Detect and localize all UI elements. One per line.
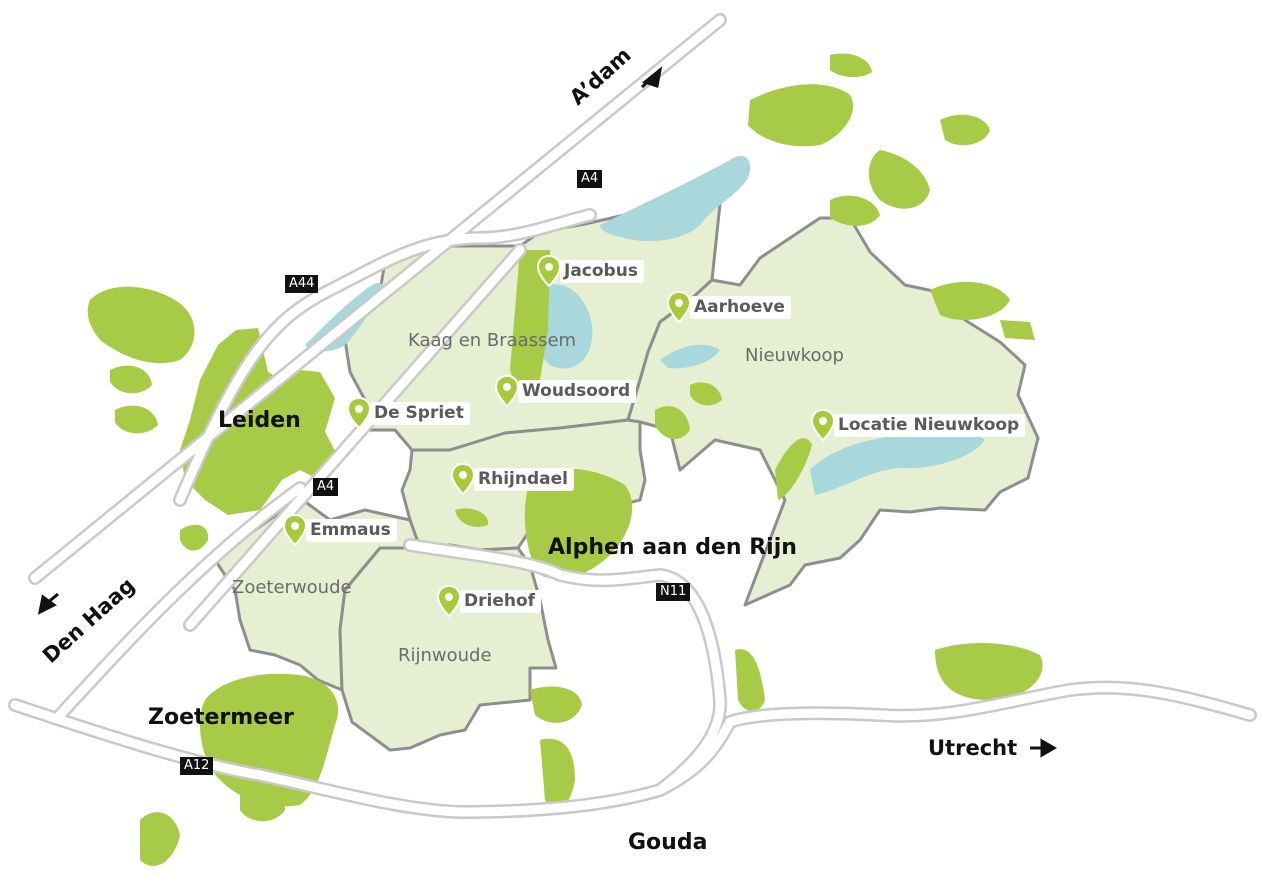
municipality-label-zoeterwoude: Zoeterwoude [232, 577, 352, 598]
location-jacobus[interactable]: Jacobus [536, 255, 644, 287]
map-pin-icon [494, 375, 520, 407]
map-pin-icon [450, 463, 476, 495]
location-label: Woudsoord [518, 379, 637, 403]
city-leiden: Leiden [218, 408, 301, 433]
green-east-2 [1000, 320, 1035, 340]
location-label: Aarhoeve [690, 295, 791, 319]
arrow-east-icon [1030, 738, 1057, 758]
green-south-2 [540, 738, 575, 809]
municipality-label-nieuwkoop: Nieuwkoop [745, 345, 844, 366]
map-pin-icon [810, 409, 836, 441]
green-northeast-2 [868, 150, 930, 209]
arrow-southwest-icon [37, 592, 59, 615]
location-label: Jacobus [560, 259, 644, 283]
road-n11 [405, 540, 725, 795]
green-west-4 [180, 524, 209, 551]
direction-arrows [37, 66, 1057, 758]
water-small-lake [660, 344, 720, 369]
green-kaag-strip [510, 250, 550, 400]
green-east-1 [930, 281, 1010, 320]
water-nieuwkoopse-plassen [810, 428, 985, 495]
green-southwest-2 [240, 786, 285, 822]
green-west-2 [110, 365, 152, 394]
green-alphen [524, 468, 633, 579]
location-aarhoeve[interactable]: Aarhoeve [666, 291, 791, 323]
green-northeast-1 [748, 84, 854, 147]
road-a4-north [30, 15, 725, 583]
shield-a4-north: A4 [577, 170, 603, 188]
green-northeast-3 [940, 114, 990, 146]
green-nieuwkoop-3 [690, 382, 722, 406]
location-emmaus[interactable]: Emmaus [282, 514, 397, 546]
municipality-label-kaag: Kaag en Braassem [408, 330, 577, 351]
location-driehof[interactable]: Driehof [436, 585, 542, 617]
road-west [55, 483, 305, 720]
road-a12 [10, 683, 1255, 817]
city-gouda: Gouda [628, 830, 708, 855]
map-pin-icon [346, 397, 372, 429]
green-rhijndael-1 [455, 508, 489, 527]
location-de-spriet[interactable]: De Spriet [346, 397, 470, 429]
map-pin-icon [436, 585, 462, 617]
shield-n11: N11 [656, 583, 691, 601]
roads [8, 13, 1257, 819]
location-label: Locatie Nieuwkoop [834, 413, 1026, 437]
green-west-3 [115, 405, 158, 434]
location-nieuwkoop[interactable]: Locatie Nieuwkoop [810, 409, 1026, 441]
green-southwest-1 [140, 812, 180, 866]
road-a44 [175, 210, 595, 505]
green-nieuwkoop-2 [655, 406, 690, 440]
city-alphen: Alphen aan den Rijn [548, 535, 797, 560]
direction-utrecht: Utrecht [928, 736, 1018, 760]
map-pin-icon [282, 514, 308, 546]
location-label: De Spriet [370, 401, 470, 425]
road-a4-south [185, 245, 525, 630]
location-label: Driehof [460, 589, 542, 613]
green-northeast-5 [830, 195, 880, 226]
map-pin-icon [666, 291, 692, 323]
green-south-1 [530, 686, 582, 723]
shield-a4-south: A4 [313, 478, 339, 496]
location-label: Rhijndael [474, 467, 574, 491]
city-zoetermeer: Zoetermeer [148, 705, 294, 730]
municipality-label-rijnwoude: Rijnwoude [398, 645, 492, 666]
green-west-1 [87, 286, 195, 364]
green-nieuwkoop-1 [775, 438, 812, 500]
green-areas [87, 53, 1043, 866]
green-leiden [180, 328, 340, 515]
arrow-northeast-icon [640, 66, 663, 89]
water-westeinder [600, 156, 751, 242]
location-rhijndael[interactable]: Rhijndael [450, 463, 574, 495]
shield-a12: A12 [180, 757, 214, 775]
location-label: Emmaus [306, 518, 397, 542]
location-woudsoord[interactable]: Woudsoord [494, 375, 637, 407]
green-northeast-4 [830, 53, 872, 78]
water-braassemermeer [536, 284, 593, 369]
map-pin-icon [536, 255, 562, 287]
green-southeast-1 [935, 643, 1043, 701]
green-southeast-2 [735, 649, 765, 712]
shield-a44: A44 [285, 275, 319, 293]
